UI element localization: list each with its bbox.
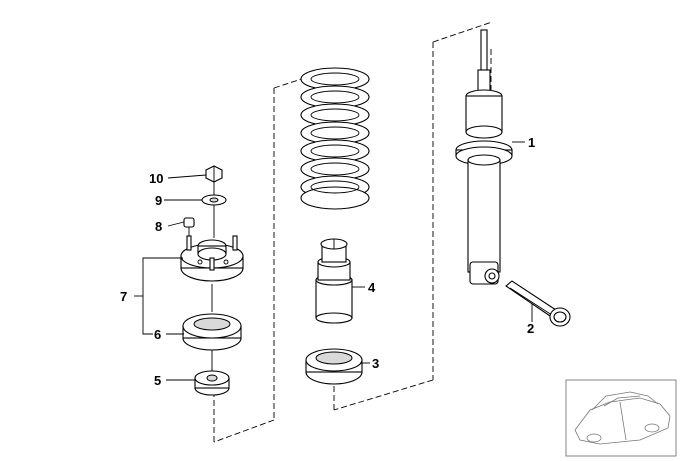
car-icon	[574, 391, 671, 445]
bolt-part	[505, 280, 571, 327]
callout-1: 1	[528, 135, 535, 150]
callout-9: 9	[155, 193, 162, 208]
callout-6: 6	[154, 327, 161, 342]
bearing-ring-part	[182, 284, 242, 351]
callout-5: 5	[154, 373, 161, 388]
shock-absorber-part	[455, 29, 513, 285]
vehicle-locator-thumbnail	[565, 379, 677, 457]
bump-stop-part	[315, 238, 353, 324]
small-nut-part	[183, 217, 195, 236]
nut-part	[205, 165, 223, 195]
callout-8: 8	[155, 219, 162, 234]
callout-7: 7	[120, 289, 127, 304]
coil-spring-part	[300, 67, 370, 210]
callout-3: 3	[372, 356, 379, 371]
top-mount-part	[180, 235, 244, 282]
callout-10: 10	[149, 171, 163, 186]
spring-seat-part	[305, 348, 363, 385]
lower-cap-part	[194, 350, 230, 396]
callout-2: 2	[527, 321, 534, 336]
leader-lines	[134, 141, 533, 381]
callout-4: 4	[368, 280, 376, 295]
washer-part	[201, 194, 227, 238]
